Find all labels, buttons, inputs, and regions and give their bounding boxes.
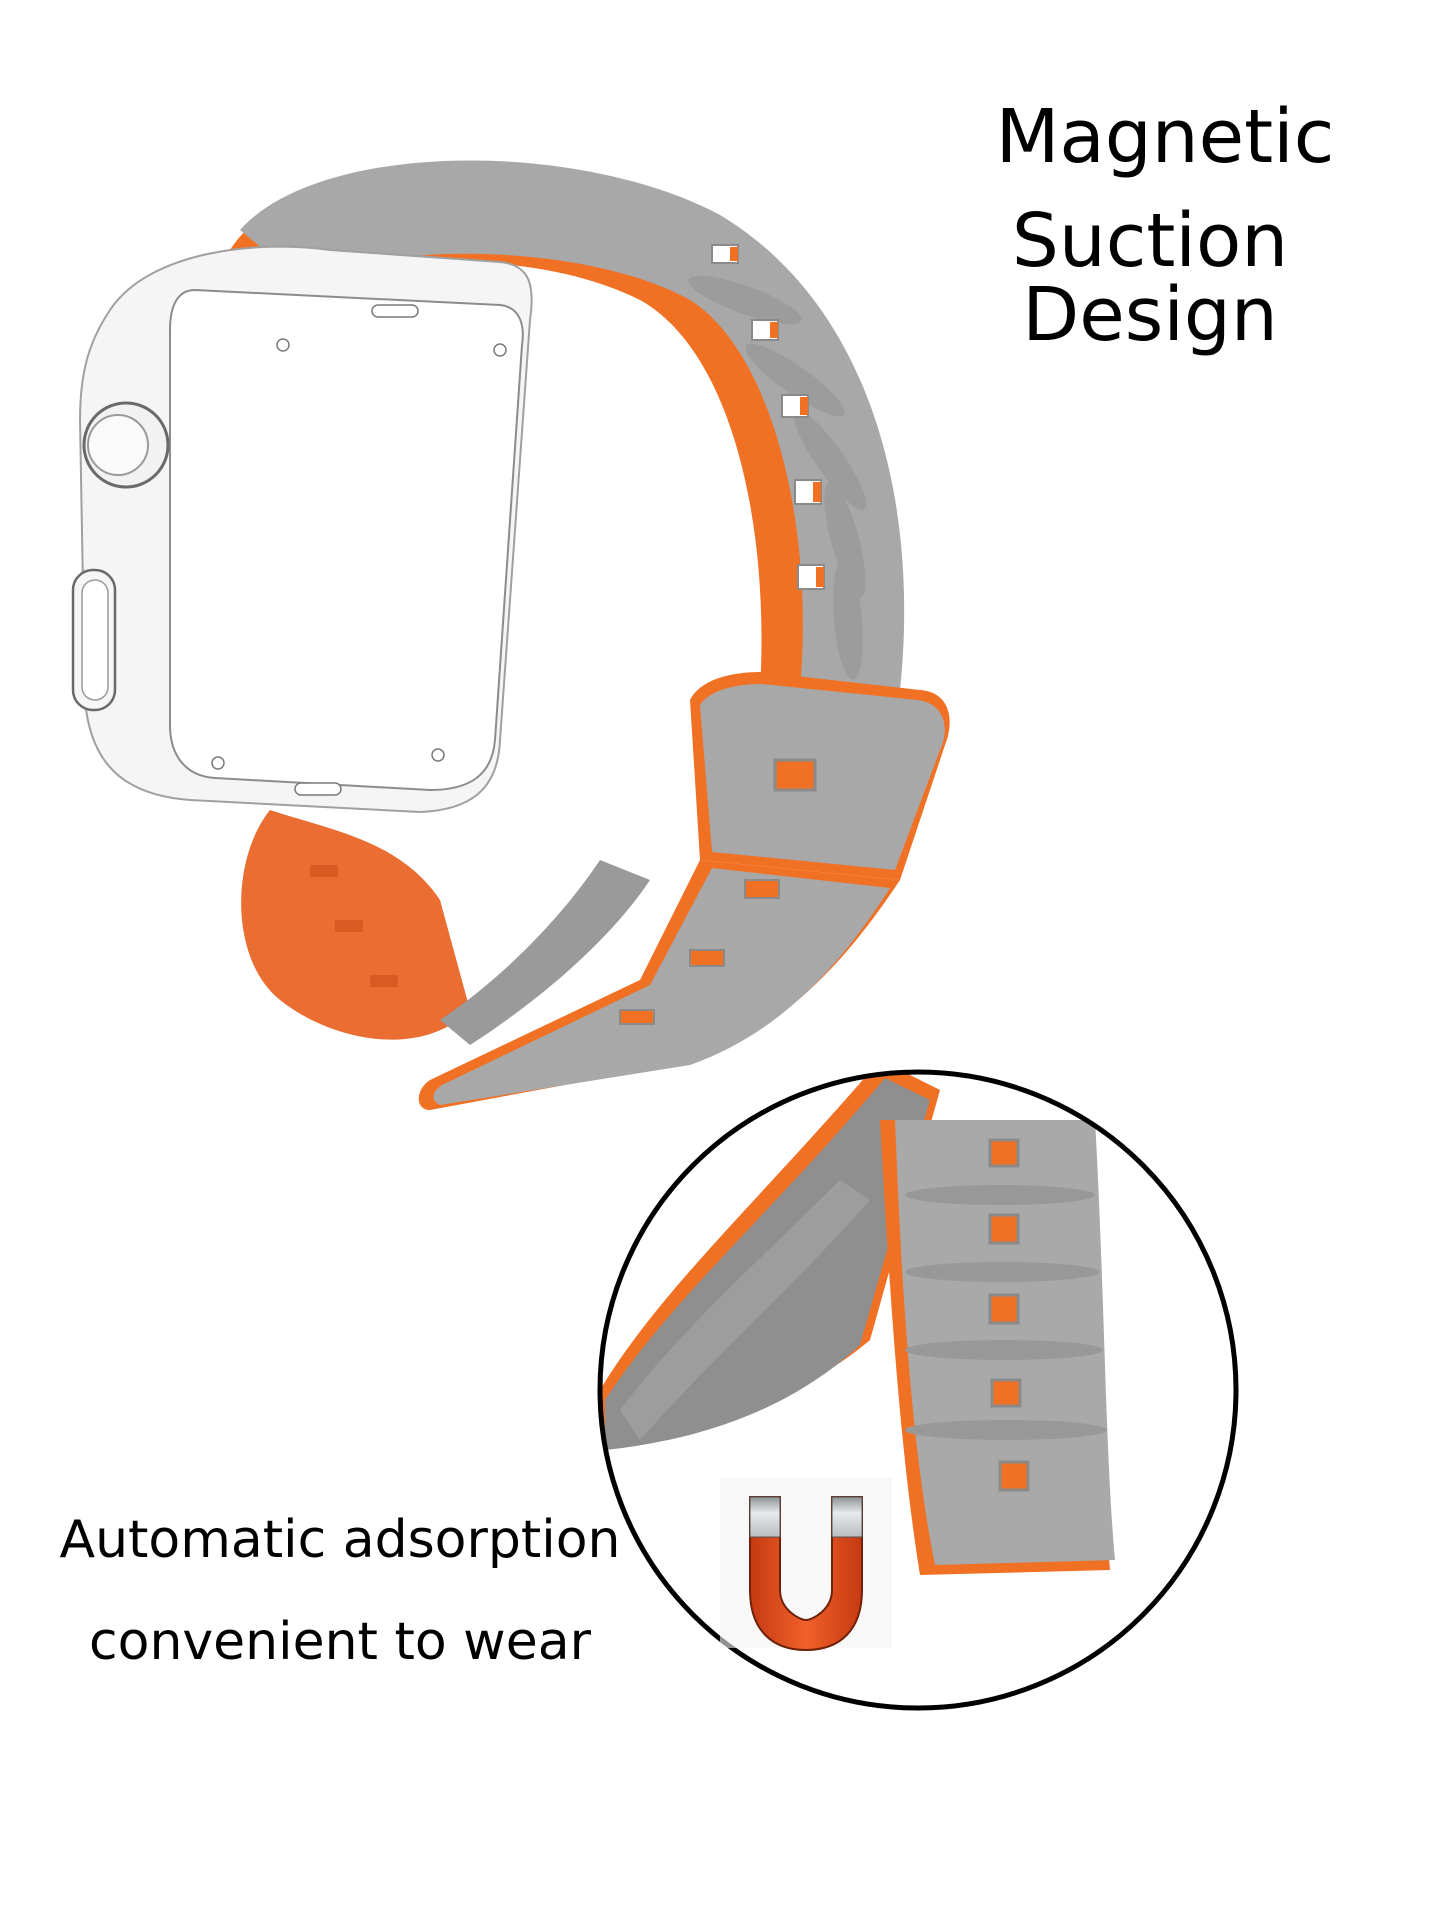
detail-circle-outline — [597, 1069, 1239, 1711]
watch-case — [71, 245, 533, 814]
caption-line-2: convenient to wear — [89, 1612, 591, 1672]
band-buckle — [690, 672, 950, 880]
band-upper — [230, 160, 905, 700]
headline: Magnetic Suction Design — [880, 100, 1420, 352]
headline-line-2: Suction Design — [1011, 198, 1289, 358]
band-lower — [241, 810, 900, 1110]
magnet-icon — [720, 1478, 892, 1652]
caption-line-1: Automatic adsorption — [59, 1510, 621, 1570]
detail-magnifier — [597, 1069, 1239, 1711]
headline-line-1: Magnetic — [995, 94, 1335, 180]
feature-caption: Automatic adsorption convenient to wear — [40, 1510, 640, 1672]
